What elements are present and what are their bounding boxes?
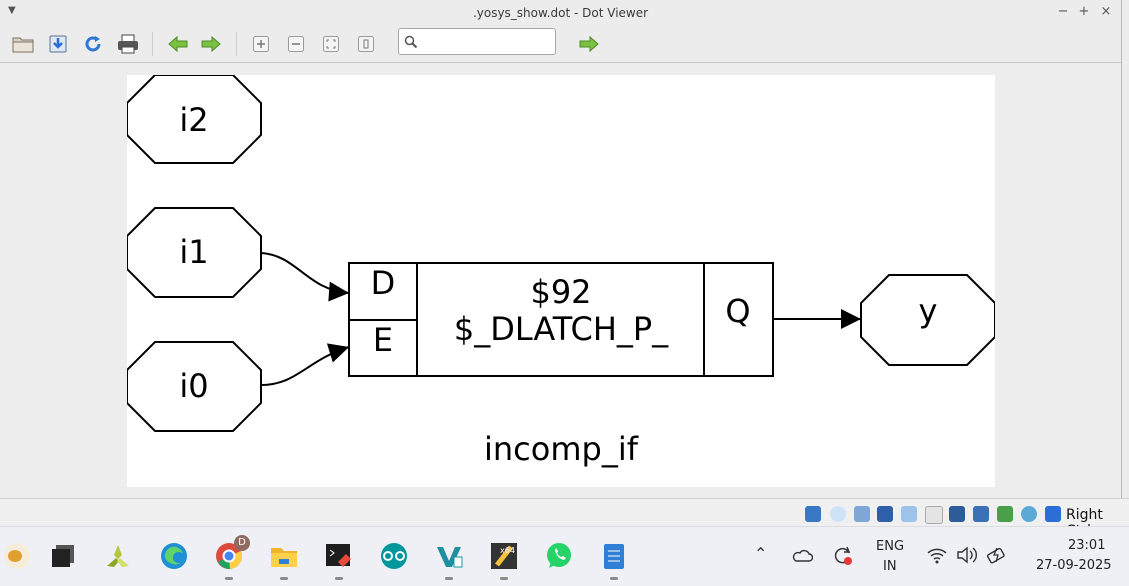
node-i0-label: i0 [179,367,208,405]
zoom-in-icon[interactable] [248,31,274,57]
zoom-100-icon[interactable] [353,31,379,57]
save-icon[interactable] [45,31,71,57]
search-icon [404,35,418,49]
port-e-label: E [373,321,393,359]
wifi-icon[interactable] [927,546,947,564]
back-icon[interactable] [165,31,191,57]
vm-host-key-icon[interactable] [1045,506,1061,522]
visual-studio-icon[interactable] [432,539,466,573]
cell-id-label: $92 [530,273,591,311]
vm-usb-icon[interactable] [854,506,870,522]
chevron-up-icon[interactable]: ⌃ [754,544,768,563]
node-i1-label: i1 [179,233,208,271]
vm-cpu-icon[interactable] [1021,506,1037,522]
edge-i0-e [260,343,350,386]
vs-running-indicator [445,577,453,580]
toolbar [0,26,1121,62]
colab-icon[interactable] [0,539,34,573]
latch-cell[interactable]: D E $92 $_DLATCH_P_ Q [348,262,774,377]
vivado-icon[interactable] [101,539,135,573]
forward-icon[interactable] [198,31,224,57]
dot-viewer-window: ▼ .yosys_show.dot - Dot Viewer − + × [0,0,1122,499]
node-y-label: y [919,292,938,330]
vm-status-bar: Right Ctrl [0,498,1129,539]
edge-i1-d [260,252,350,302]
vm-optical-drive-icon[interactable] [830,506,846,522]
whatsapp-icon[interactable] [542,539,576,573]
print-icon[interactable] [115,31,141,57]
find-next-icon[interactable] [576,31,602,57]
maximize-icon[interactable]: + [1078,4,1090,19]
vm-network-icon[interactable] [877,506,893,522]
x64-icon[interactable]: x64 [487,539,521,573]
cell-type-label: $_DLATCH_P_ [454,310,669,348]
vm-shared-folder-icon[interactable] [901,506,917,522]
node-i0[interactable]: i0 [127,341,262,432]
close-icon[interactable]: × [1100,4,1112,19]
graph-caption: incomp_if [484,430,639,468]
graph-canvas[interactable]: i2 i1 i0 [127,75,995,487]
port-q-label: Q [725,292,750,330]
update-icon[interactable] [832,544,854,566]
window-title: .yosys_show.dot - Dot Viewer [472,6,649,20]
node-y[interactable]: y [860,274,995,366]
x64-running-indicator [500,577,508,580]
windows-taskbar: D x64 ⌃ ENG IN 23:01 27-09-2025 [0,526,1129,586]
notepad-icon[interactable] [597,539,631,573]
chrome-running-indicator [225,577,233,580]
zoom-out-icon[interactable] [283,31,309,57]
node-i2-label: i2 [179,101,208,139]
reload-icon[interactable] [80,31,106,57]
clock-date[interactable]: 27-09-2025 [1036,558,1112,573]
svg-text:x64: x64 [500,546,515,555]
language-region[interactable]: IN [883,559,897,574]
zoom-fit-icon[interactable] [318,31,344,57]
minimize-icon[interactable]: − [1057,4,1069,19]
menu-arrow-icon[interactable]: ▼ [8,5,16,16]
explorer-running-indicator [280,577,288,580]
graph-viewport[interactable]: i2 i1 i0 [0,62,1121,499]
vm-guest-additions-icon[interactable] [997,506,1013,522]
title-bar: ▼ .yosys_show.dot - Dot Viewer − + × [0,0,1121,26]
arduino-icon[interactable] [377,539,411,573]
node-i1[interactable]: i1 [127,207,262,298]
chrome-profile-badge: D [234,535,250,551]
terminal-icon[interactable] [46,539,80,573]
battery-charging-icon[interactable] [986,545,1008,565]
vm-recording-icon[interactable] [973,506,989,522]
search-field[interactable] [398,28,556,55]
vm-audio-icon[interactable] [805,506,821,522]
port-d-label: D [371,264,396,302]
notepad-running-indicator [610,577,618,580]
edge-icon[interactable] [157,539,191,573]
vm-screen-icon[interactable] [949,506,965,522]
open-icon[interactable] [10,31,36,57]
language-code[interactable]: ENG [876,539,905,554]
clock-time[interactable]: 23:01 [1068,538,1106,553]
cmd-running-indicator [335,577,343,580]
chrome-icon[interactable]: D [212,535,250,573]
node-i2[interactable]: i2 [127,75,262,164]
onedrive-icon[interactable] [791,547,813,563]
search-input[interactable] [421,32,555,52]
file-explorer-icon[interactable] [267,539,301,573]
cmd-icon[interactable] [322,539,356,573]
vm-display-icon[interactable] [925,506,943,524]
volume-icon[interactable] [956,546,978,564]
